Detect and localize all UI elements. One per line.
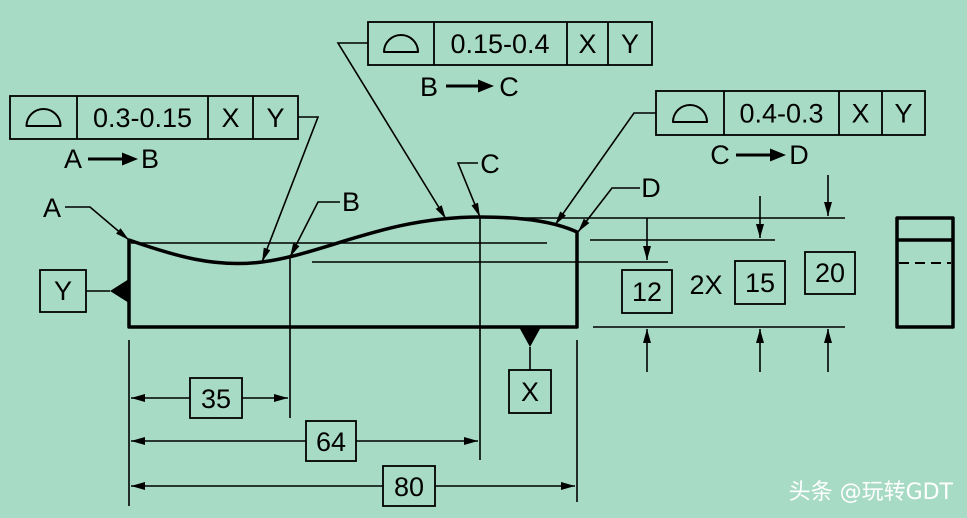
point-label-b: B — [289, 187, 360, 258]
dimension-64-arrowhead-left — [131, 437, 145, 445]
point-label-b-text: B — [342, 187, 360, 217]
point-label-d: D — [577, 173, 661, 233]
datum-y-triangle — [110, 279, 129, 303]
dimension-15-box — [734, 260, 786, 305]
dimension-20-box — [804, 251, 856, 295]
leader-fcf-top-arrowhead — [435, 205, 446, 219]
fcf-right-tolerance: 0.4-0.3 — [739, 99, 823, 129]
leader-fcf-top — [336, 42, 447, 220]
side-view-outline — [895, 216, 955, 329]
watermark: 头条 @玩转GDT — [789, 480, 954, 505]
dimension-35-value: 35 — [201, 384, 231, 414]
dimension-20-arrowhead-bottom — [824, 329, 832, 343]
dimension-80-arrowhead-right — [561, 482, 575, 490]
fcf-left-note-from: A — [64, 144, 82, 174]
leader-fcf-left — [261, 116, 320, 263]
dimension-20: 20 — [804, 175, 856, 372]
point-label-c: C — [456, 149, 500, 218]
dimension-12-arrowhead-top — [643, 246, 651, 260]
profile-of-surface-icon — [383, 34, 419, 53]
fcf-right-note-arrowhead — [770, 148, 786, 162]
dimension-80-box — [382, 465, 436, 507]
dimension-80-arrowhead-left — [131, 482, 145, 490]
fcf-right-note-to: D — [789, 140, 809, 170]
dimension-35-arrowhead-left — [131, 394, 145, 402]
fcf-left-note-arrowhead — [122, 152, 138, 166]
datum-feature-y: Y — [39, 269, 129, 313]
dimension-12-arrowhead-bottom — [643, 329, 651, 343]
fcf-right-note-from: C — [710, 140, 730, 170]
datum-y-letter: Y — [54, 276, 72, 306]
side-view — [895, 216, 955, 329]
dimension-64-box — [305, 420, 357, 462]
dimension-80-value: 80 — [394, 472, 424, 502]
dimension-64-arrowhead-right — [464, 437, 478, 445]
dimension-20-value: 20 — [815, 258, 845, 288]
part-outline — [127, 215, 579, 329]
fcf-left-datum-primary: X — [221, 103, 239, 133]
dimension-count-prefix: 2X — [689, 270, 722, 300]
dimension-15: 15 — [734, 196, 786, 372]
point-label-c-text: C — [480, 149, 500, 179]
fcf-top-tolerance: 0.15-0.4 — [450, 29, 549, 59]
dimension-12-value: 12 — [632, 277, 662, 307]
point-label-d-text: D — [641, 173, 661, 203]
point-label-a-text: A — [43, 193, 61, 223]
dimension-35-box — [189, 377, 243, 419]
datum-feature-x: X — [508, 327, 552, 414]
fcf-left-note-to: B — [141, 144, 159, 174]
datum-x-letter: X — [521, 377, 539, 407]
fcf-top-datum-primary: X — [578, 29, 596, 59]
datum-x-triangle — [519, 327, 541, 347]
dimension-12-box — [621, 269, 673, 314]
dimension-20-arrowhead-top — [824, 202, 832, 216]
fcf-left-tolerance: 0.3-0.15 — [93, 103, 192, 133]
dimension-15-arrowhead-bottom — [756, 329, 764, 343]
leader-fcf-left-arrowhead — [262, 247, 271, 262]
leader-fcf-right-arrowhead — [555, 211, 566, 225]
dimension-15-arrowhead-top — [756, 224, 764, 238]
leader-b-arrowhead — [290, 242, 300, 257]
profile-of-surface-icon — [672, 104, 708, 123]
leader-a-arrowhead — [116, 228, 129, 240]
dimension-35: 35 — [131, 377, 288, 419]
leader-b — [289, 201, 340, 258]
leader-c — [456, 162, 481, 218]
fcf-left-note: A B — [64, 144, 159, 174]
fcf-right-datum-secondary: Y — [894, 99, 912, 129]
feature-control-frame-top: 0.15-0.4 X Y — [367, 21, 653, 66]
fcf-top-datum-secondary: Y — [621, 29, 639, 59]
dimension-35-arrowhead-right — [274, 394, 288, 402]
point-label-a: A — [43, 193, 130, 241]
leader-d — [577, 187, 640, 233]
fcf-top-note-from: B — [420, 72, 438, 102]
fcf-top-note: B C — [420, 72, 519, 102]
feature-control-frame-right: 0.4-0.3 X Y — [655, 90, 926, 136]
leader-fcf-right — [554, 112, 656, 226]
fcf-right-note: C D — [710, 140, 809, 170]
dimension-64: 64 — [131, 420, 478, 462]
dimension-80: 80 — [131, 465, 575, 507]
fcf-right-datum-primary: X — [851, 99, 869, 129]
feature-control-frame-left: 0.3-0.15 X Y — [9, 95, 299, 140]
fcf-top-note-arrowhead — [478, 79, 494, 93]
extension-lines — [128, 217, 845, 506]
dimension-15-value: 15 — [745, 268, 775, 298]
leader-d-arrowhead — [578, 218, 590, 232]
fcf-left-datum-secondary: Y — [266, 103, 284, 133]
dimension-64-value: 64 — [316, 427, 346, 457]
leader-a — [65, 206, 130, 241]
arrowheads — [116, 79, 832, 490]
fcf-top-note-to: C — [499, 72, 519, 102]
datum-x-frame — [508, 369, 552, 414]
leader-c-arrowhead — [471, 202, 480, 217]
profile-of-surface-icon — [25, 108, 62, 127]
